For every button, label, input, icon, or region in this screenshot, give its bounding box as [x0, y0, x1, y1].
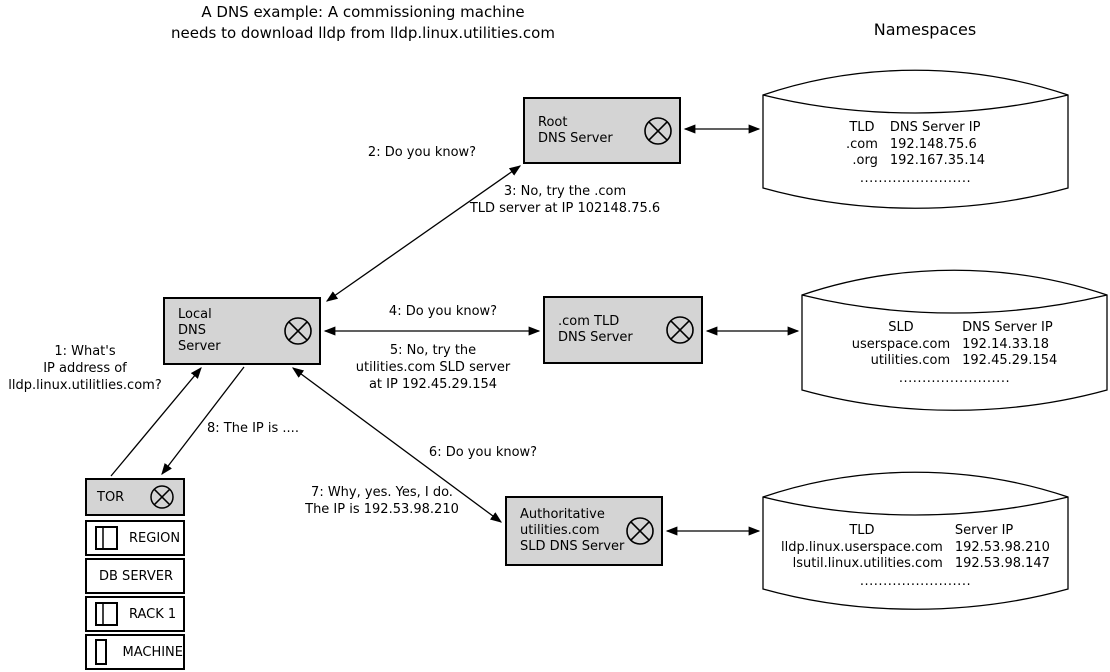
message-2-line1: 2: Do you know? — [367, 145, 477, 160]
message-5-line1: 5: No, try the — [389, 343, 477, 358]
tld-namespace-db-rim — [801, 294, 1108, 314]
region-label: REGION — [129, 530, 181, 546]
arrow-1-tor-to-local — [110, 367, 202, 477]
arrow-2-3-local-root — [325, 165, 522, 302]
message-1-line2: IP address of — [43, 361, 127, 376]
circled-x-icon — [666, 316, 694, 344]
authoritative-label-line2: utilities.com — [520, 523, 600, 538]
message-1-line1: 1: What's — [54, 344, 116, 359]
local-dns-server-label-line2: DNS — [178, 323, 206, 338]
message-1-line3: lldp.linux.utilitlies.com? — [8, 378, 162, 393]
table-cell: .com — [845, 136, 878, 152]
db-server-node: DB SERVER — [85, 558, 185, 594]
message-7: 7: Why, yes. Yes, I do. The IP is 192.53… — [272, 484, 492, 518]
com-tld-dns-server-node: .com TLD DNS Server — [543, 296, 703, 364]
machine-node: MACHINE — [85, 634, 185, 670]
local-dns-server-label: Local DNS Server — [178, 307, 283, 355]
com-tld-dns-server-label: .com TLD DNS Server — [558, 314, 665, 346]
column-header: DNS Server IP — [962, 320, 1053, 335]
table-cell: lsutil.linux.utilities.com — [792, 556, 943, 571]
sld-namespace-db-rim — [762, 496, 1069, 516]
authoritative-label-line1: Authoritative — [520, 507, 605, 522]
root-dns-server-label-line2: DNS Server — [538, 130, 613, 146]
region-node: REGION — [85, 520, 185, 556]
sld-namespace-db — [762, 471, 1069, 610]
column-header: SLD — [888, 320, 914, 335]
table-cell: 192.53.98.147 — [954, 556, 1050, 571]
table-cell: utilities.com — [870, 353, 951, 368]
tld-namespace-table: SLD DNS Server IP userspace.com 192.14.3… — [812, 320, 1097, 387]
ellipsis-row: ........................ — [859, 170, 972, 186]
message-3-line2: TLD server at IP 102148.75.6 — [469, 201, 661, 216]
table-cell: 192.148.75.6 — [889, 136, 977, 152]
machine-label: MACHINE — [122, 644, 183, 660]
ellipsis-row: ........................ — [859, 573, 972, 589]
root-namespace-db — [762, 69, 1069, 209]
table-cell: 192.167.35.14 — [889, 153, 985, 168]
tor-label: TOR — [97, 489, 125, 505]
message-4: 4: Do you know? — [363, 303, 523, 320]
machine-icon — [95, 639, 107, 665]
root-namespace-table: TLD DNS Server IP .com 192.148.75.6 .org… — [773, 120, 1058, 187]
ellipsis-row: ........................ — [898, 370, 1011, 386]
table-cell: userspace.com — [851, 336, 951, 352]
message-5: 5: No, try the utilities.com SLD server … — [333, 342, 533, 393]
authoritative-label-line3: SLD DNS Server — [520, 539, 625, 554]
message-3: 3: No, try the .com TLD server at IP 102… — [445, 183, 685, 217]
message-8: 8: The IP is .... — [207, 420, 299, 437]
local-dns-server-label-line3: Server — [178, 339, 221, 354]
message-7-line1: 7: Why, yes. Yes, I do. — [311, 485, 453, 500]
rack-node: RACK 1 — [85, 596, 185, 632]
table-cell: .org — [852, 153, 878, 168]
message-5-line3: at IP 192.45.29.154 — [368, 377, 498, 392]
message-8-line1: 8: The IP is .... — [207, 421, 299, 436]
table-cell: 192.14.33.18 — [962, 336, 1049, 352]
table-cell: lldp.linux.userspace.com — [781, 539, 943, 555]
message-6: 6: Do you know? — [403, 444, 563, 461]
message-3-line1: 3: No, try the .com — [503, 184, 627, 199]
circled-x-icon — [644, 116, 672, 145]
column-header: TLD — [849, 120, 875, 135]
root-dns-server-node: Root DNS Server — [523, 97, 681, 164]
message-2: 2: Do you know? — [342, 144, 502, 161]
tor-node: TOR — [85, 478, 185, 516]
diagram-title: A DNS example: A commissioning machine n… — [113, 2, 613, 44]
message-6-line1: 6: Do you know? — [428, 445, 538, 460]
root-dns-server-label-line1: Root — [538, 114, 568, 130]
sld-namespace-table: TLD Server IP lldp.linux.userspace.com 1… — [768, 523, 1063, 590]
column-header: Server IP — [954, 523, 1014, 538]
namespaces-heading: Namespaces — [873, 20, 977, 39]
table-cell: 192.53.98.210 — [954, 539, 1050, 555]
db-server-label: DB SERVER — [99, 568, 173, 584]
authoritative-sld-dns-server-node: Authoritative utilities.com SLD DNS Serv… — [505, 496, 663, 566]
circled-x-icon — [626, 517, 654, 545]
tld-namespace-db — [801, 269, 1108, 411]
message-1: 1: What's IP address of lldp.linux.utili… — [0, 343, 170, 394]
arrow-8-local-to-tor — [161, 366, 245, 476]
diagram-title-line2: needs to download lldp from lldp.linux.u… — [171, 24, 555, 42]
message-4-line1: 4: Do you know? — [388, 304, 498, 319]
rack-icon — [95, 602, 118, 626]
circled-x-icon — [284, 317, 312, 345]
diagram-title-line1: A DNS example: A commissioning machine — [201, 3, 525, 21]
message-5-line2: utilities.com SLD server — [355, 360, 511, 375]
com-tld-dns-server-label-line1: .com TLD — [558, 314, 620, 329]
local-dns-server-node: Local DNS Server — [163, 297, 321, 365]
region-icon — [95, 526, 118, 550]
arrow-6-7-local-auth — [291, 367, 503, 523]
local-dns-server-label-line1: Local — [178, 307, 212, 322]
rack-label: RACK 1 — [129, 606, 177, 622]
message-7-line2: The IP is 192.53.98.210 — [305, 502, 459, 517]
authoritative-sld-dns-server-label: Authoritative utilities.com SLD DNS Serv… — [520, 507, 625, 555]
root-dns-server-label: Root DNS Server — [538, 115, 643, 147]
column-header: TLD — [849, 523, 875, 538]
circled-x-icon — [150, 485, 174, 509]
column-header: DNS Server IP — [889, 120, 981, 135]
com-tld-dns-server-label-line2: DNS Server — [558, 330, 633, 345]
table-cell: 192.45.29.154 — [962, 353, 1058, 368]
root-namespace-db-rim — [762, 94, 1069, 114]
